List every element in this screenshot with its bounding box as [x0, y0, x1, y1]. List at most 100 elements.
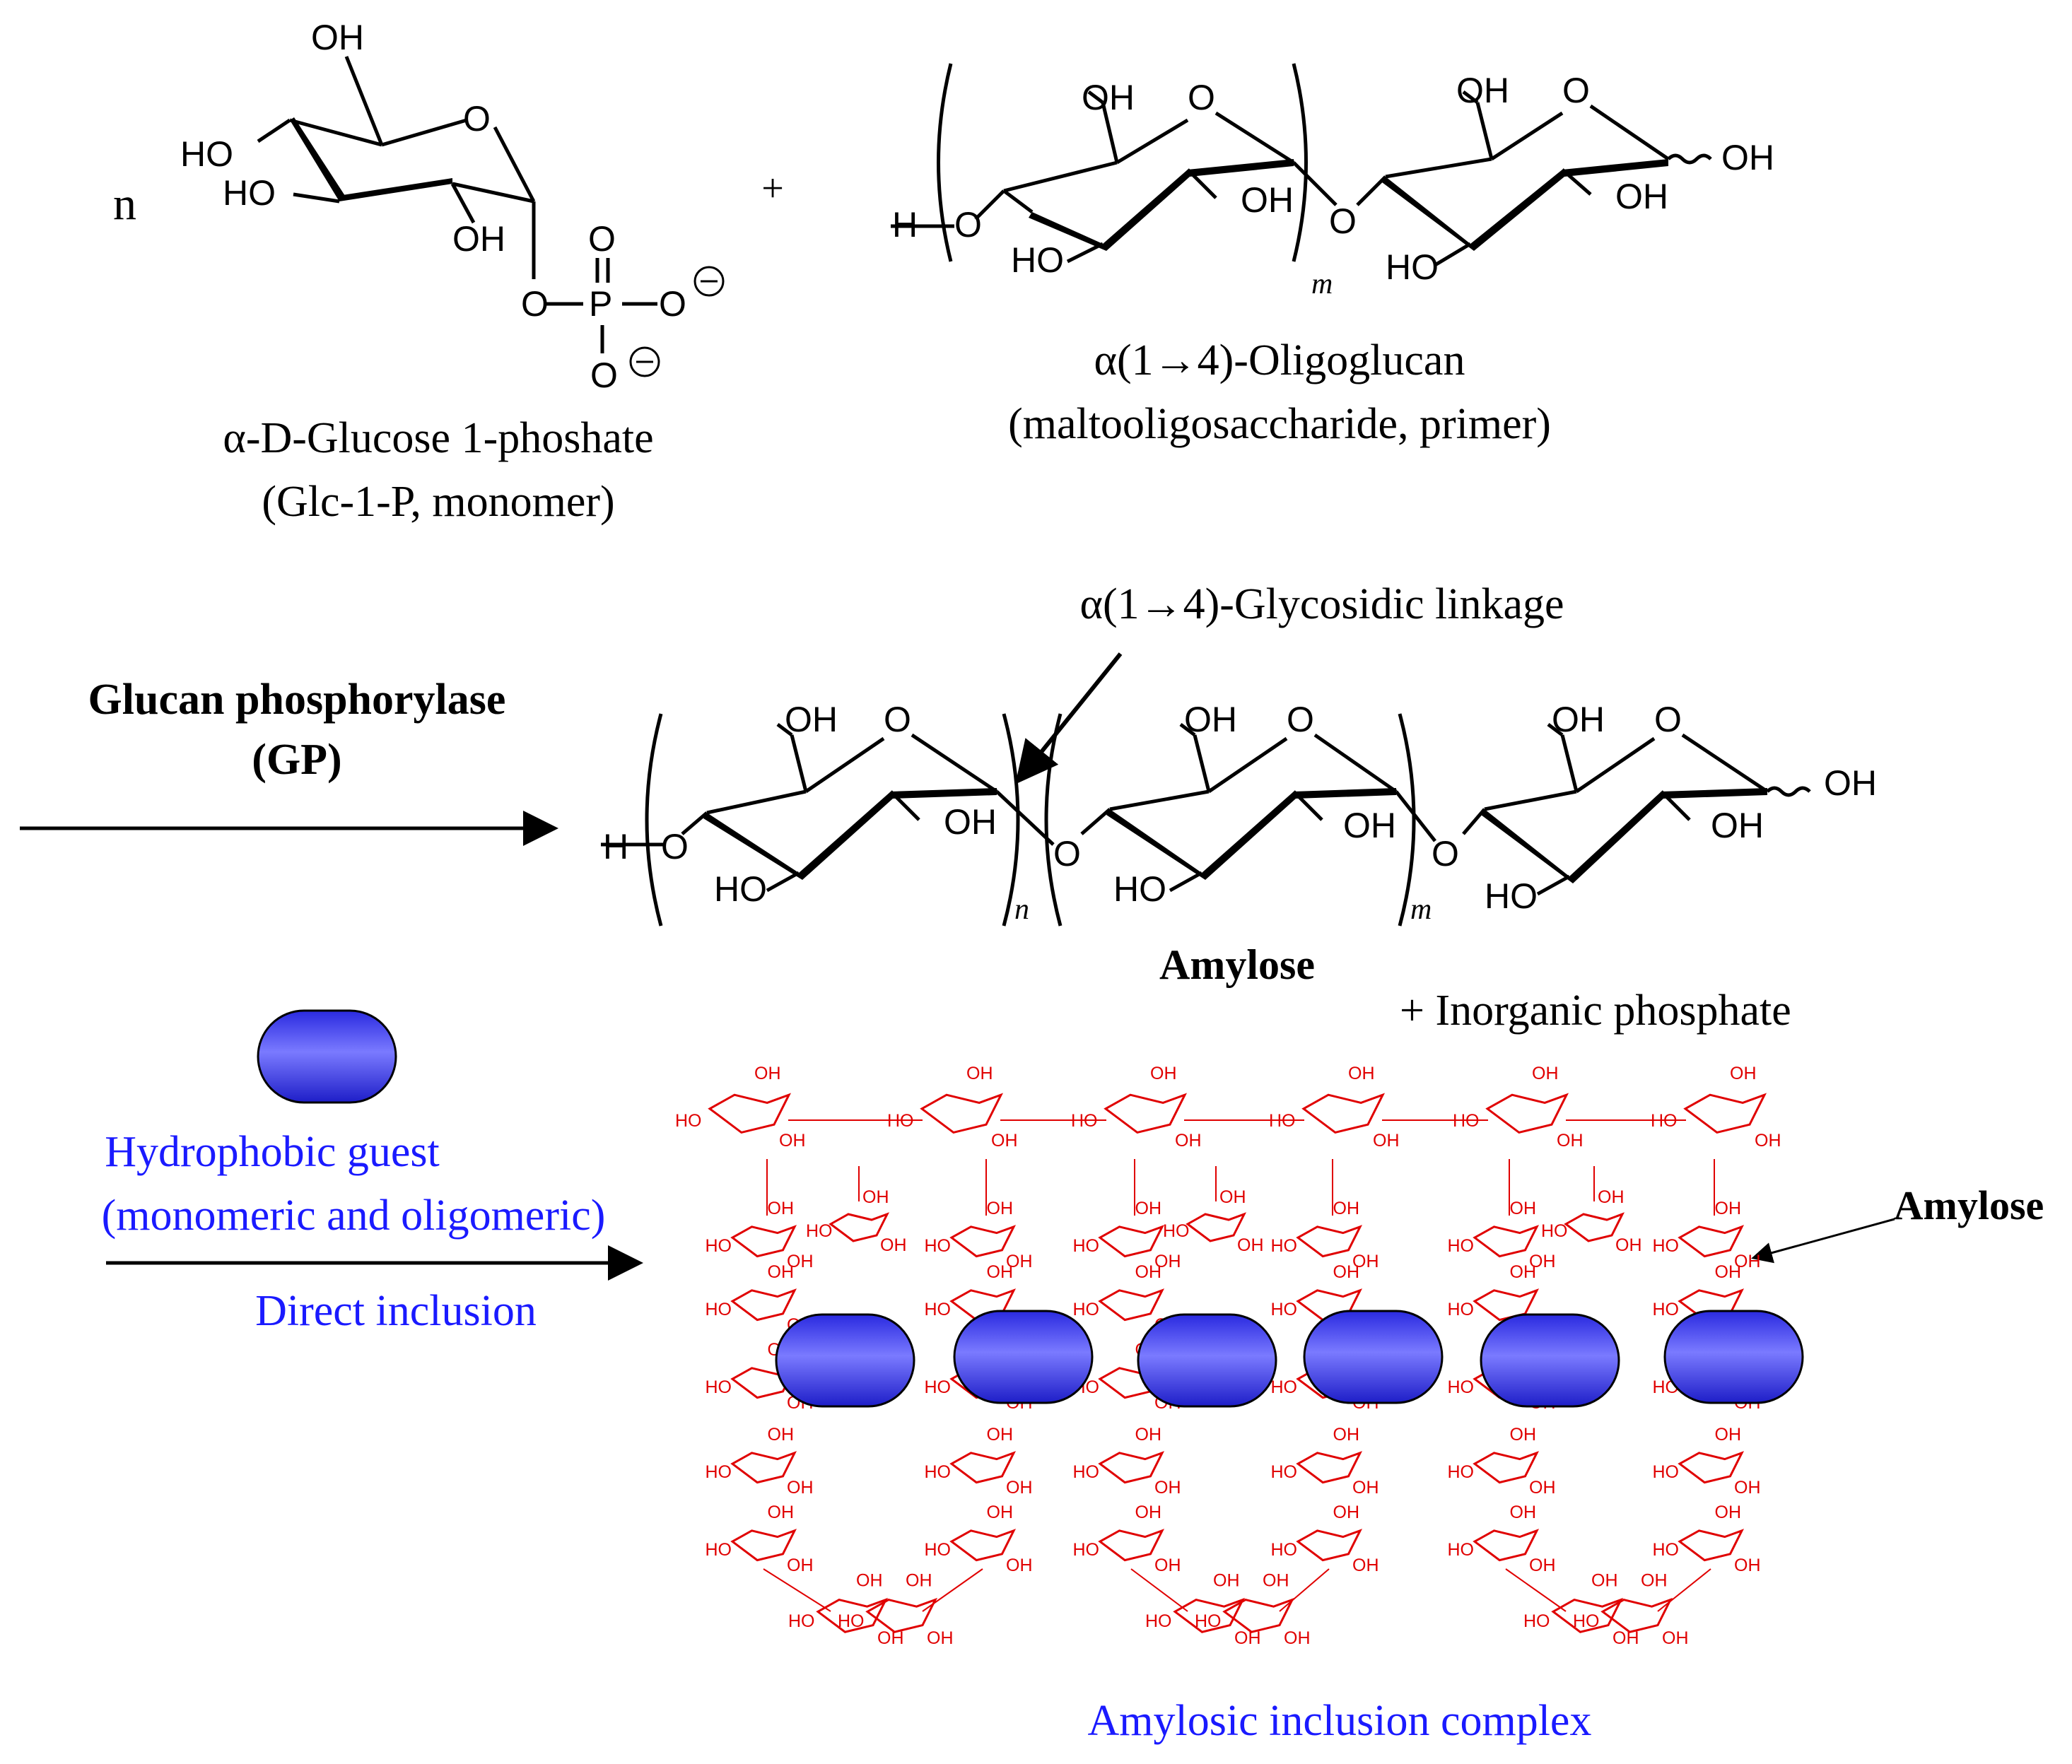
atom-oh: OH — [1333, 1425, 1360, 1445]
atom-ho: HO — [1195, 1611, 1222, 1631]
glucose-ring — [1296, 1529, 1363, 1562]
atom-oh: OH — [987, 1199, 1014, 1218]
atom-oh: OH — [1241, 180, 1294, 220]
atom-ho: HO — [706, 1377, 732, 1397]
atom-oh: OH — [1150, 1064, 1177, 1083]
glucose-ring — [1678, 1451, 1745, 1484]
atom-ho: HO — [838, 1611, 865, 1631]
monomer-coefficient: n — [113, 178, 136, 230]
glucose-ring — [1678, 1225, 1745, 1258]
glucose-ring — [1104, 1093, 1188, 1134]
atom-ho: HO — [1073, 1300, 1100, 1319]
atom-p: P — [589, 284, 612, 324]
atom-oh: OH — [1352, 1556, 1379, 1575]
product-name: Amylose — [1159, 941, 1315, 988]
atom-oh: OH — [1529, 1556, 1556, 1575]
atom-oh: OH — [1510, 1262, 1537, 1282]
atom-oh: OH — [1510, 1199, 1537, 1218]
atom-ho: HO — [1386, 247, 1439, 287]
plus-sign: + — [761, 167, 784, 211]
primer-labels: OH O OH HO H O O OH O OH HO OH m — [892, 71, 1774, 300]
atom-o: O — [954, 205, 982, 245]
atom-ho: HO — [1653, 1540, 1680, 1560]
atom-ho: HO — [706, 1540, 732, 1560]
atom-oh: OH — [1730, 1064, 1757, 1083]
primer-subscript-m: m — [1311, 268, 1333, 300]
atom-oh: OH — [880, 1235, 907, 1255]
included-guest-icon — [1663, 1310, 1804, 1404]
glucose-ring — [865, 1597, 938, 1633]
atom-o-ring: O — [463, 99, 491, 139]
atom-ho: HO — [925, 1462, 952, 1482]
amylose-labels: H O OH O OH HO O OH O OH HO O OH O OH HO… — [603, 700, 1877, 926]
atom-ho: HO — [925, 1377, 952, 1397]
atom-oh: OH — [1456, 71, 1509, 110]
atom-oh: OH — [1615, 1235, 1642, 1255]
atom-oh: OH — [1615, 177, 1668, 216]
atom-ho: HO — [1541, 1221, 1568, 1241]
atom-oh: OH — [987, 1262, 1014, 1282]
atom-o: O — [661, 827, 689, 866]
included-guests — [775, 1310, 1804, 1408]
atom-oh: OH — [906, 1570, 932, 1590]
linkage-label: α(1→4)-Glycosidic linkage — [1079, 580, 1564, 628]
atom-oh: OH — [1598, 1187, 1625, 1207]
atom-oh: OH — [1529, 1252, 1556, 1271]
atom-ho: HO — [1448, 1300, 1475, 1319]
atom-oh: OH — [785, 700, 838, 739]
atom-oh: OH — [452, 219, 505, 259]
atom-oh: OH — [1333, 1503, 1360, 1522]
atom-oh: OH — [1352, 1478, 1379, 1498]
atom-oh: OH — [768, 1262, 795, 1282]
atom-ho: HO — [1448, 1540, 1475, 1560]
atom-oh: OH — [1552, 700, 1605, 739]
atom-ho: HO — [706, 1462, 732, 1482]
atom-o-ring: O — [884, 700, 911, 739]
atom-oh: OH — [966, 1064, 993, 1083]
linkage-pointer-arrow — [1015, 652, 1123, 784]
atom-ho: HO — [1448, 1377, 1475, 1397]
atom-ho: HO — [1453, 1111, 1480, 1131]
atom-oh: OH — [1184, 700, 1237, 739]
glucose-ring — [1098, 1451, 1165, 1484]
atom-oh: OH — [927, 1628, 954, 1648]
atom-ho: HO — [1073, 1236, 1100, 1256]
glucose-ring — [1098, 1225, 1165, 1258]
enzyme-abbrev: (GP) — [252, 736, 341, 784]
atom-ho: HO — [1653, 1300, 1680, 1319]
glucose-ring — [730, 1225, 797, 1258]
atom-o-glycosidic: O — [1329, 201, 1357, 241]
glycosidic-bond — [1279, 1568, 1330, 1612]
atom-oh: OH — [1734, 1478, 1761, 1498]
atom-oh: OH — [1006, 1252, 1033, 1271]
atom-oh: OH — [1510, 1425, 1537, 1445]
atom-oh: OH — [1154, 1556, 1181, 1575]
atom-oh: OH — [1529, 1478, 1556, 1498]
glucose-ring — [1301, 1093, 1386, 1134]
glucose-ring — [730, 1529, 797, 1562]
atom-oh: OH — [1662, 1628, 1689, 1648]
hydrophobic-guest-icon — [257, 1009, 397, 1104]
atom-oh: OH — [1557, 1131, 1584, 1151]
glucose-ring — [949, 1225, 1017, 1258]
atom-oh: OH — [1135, 1199, 1162, 1218]
atom-ho: HO — [1448, 1462, 1475, 1482]
atom-oh: OH — [862, 1187, 889, 1207]
glucose-ring — [708, 1093, 792, 1134]
glucose-ring — [1173, 1597, 1246, 1633]
atom-oh: OH — [856, 1570, 883, 1590]
atom-ho: HO — [1523, 1611, 1550, 1631]
atom-ho: HO — [1448, 1236, 1475, 1256]
atom-oh: OH — [1135, 1503, 1162, 1522]
atom-oh: OH — [1641, 1570, 1668, 1590]
atom-oh: OH — [1510, 1503, 1537, 1522]
charge-minus-icon — [629, 346, 660, 377]
atom-ho: HO — [1271, 1462, 1298, 1482]
atom-oh: OH — [1715, 1262, 1742, 1282]
atom-ho: HO — [925, 1540, 952, 1560]
atom-ho: HO — [1651, 1111, 1678, 1131]
atom-oh: OH — [1006, 1478, 1033, 1498]
glucose-ring — [1683, 1093, 1767, 1134]
atom-oh: OH — [779, 1131, 806, 1151]
atom-ho: HO — [887, 1111, 914, 1131]
